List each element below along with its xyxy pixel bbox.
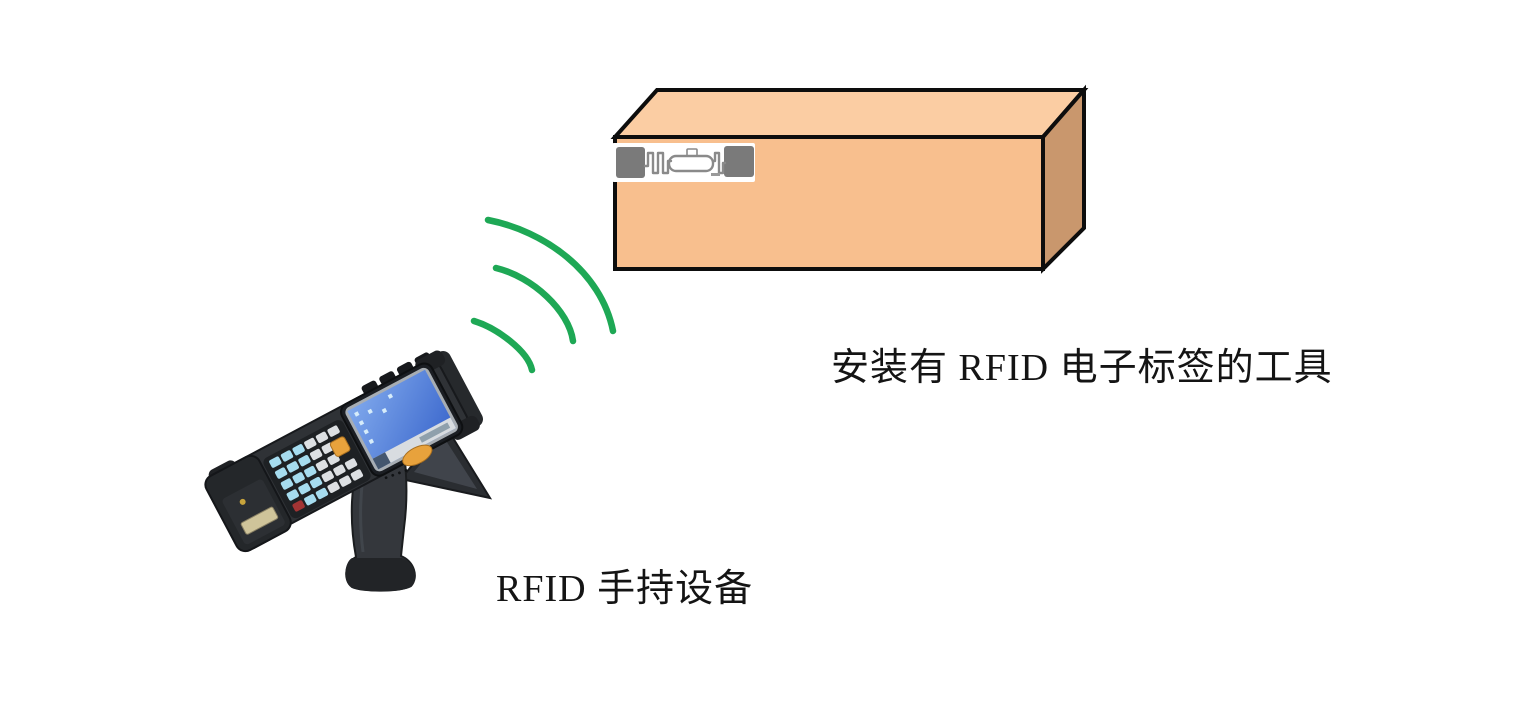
rfid-tag-icon: [612, 143, 755, 182]
keypad-key: [280, 478, 294, 490]
keypad-key: [269, 456, 282, 468]
keypad-key: [309, 448, 323, 461]
tag-print-mark: [711, 173, 720, 176]
box-top-face: [610, 88, 1089, 139]
keypad-key: [327, 425, 340, 437]
keypad-key: [292, 444, 305, 456]
tag-pad-left: [616, 147, 645, 178]
keypad-keys: [269, 425, 364, 512]
scan-window: [240, 506, 279, 535]
keypad-key: [339, 475, 352, 487]
keypad-key: [344, 458, 358, 470]
keypad-key: [292, 472, 305, 484]
signal-waves-icon: [470, 216, 617, 374]
scan-trigger-button: [402, 444, 433, 467]
tag-pad-right: [724, 146, 754, 177]
device-caption: RFID 手持设备: [496, 568, 754, 610]
desktop-icons: [354, 393, 394, 445]
signal-arc-middle: [492, 264, 577, 345]
box-caption: 安装有 RFID 电子标签的工具: [831, 347, 1333, 389]
keypad-key-orange: [329, 436, 351, 457]
keypad-key: [333, 464, 346, 476]
signal-arc-outer: [484, 216, 617, 335]
taskbar-start: [372, 452, 391, 470]
screen-lcd: [347, 369, 456, 470]
signal-arc-inner: [470, 317, 536, 374]
reader-body: [204, 350, 484, 553]
keypad-key: [315, 431, 329, 443]
keypad-key: [298, 455, 311, 467]
keypad-key: [286, 461, 299, 473]
keypad-key: [280, 450, 294, 462]
keypad-key: [309, 476, 323, 489]
keypad-key: [304, 465, 317, 478]
keypad-key: [304, 437, 317, 450]
keypad-key: [292, 500, 305, 512]
keypad-key: [286, 489, 299, 501]
keypad-key: [327, 481, 340, 493]
scanner-led: [239, 498, 246, 505]
keypad-key: [350, 469, 364, 481]
taskbar-strip: [419, 422, 451, 443]
keypad-key: [315, 459, 329, 472]
keypad-key: [321, 470, 334, 483]
speaker-dots: [384, 469, 408, 480]
keypad-key: [298, 483, 311, 495]
keypad-key: [275, 467, 288, 479]
keypad-key: [304, 494, 317, 506]
keypad-key: [315, 487, 329, 500]
reader-screen: [340, 362, 464, 477]
reader-scanner-head: [204, 454, 292, 553]
tag-antenna-meander: [643, 148, 727, 175]
